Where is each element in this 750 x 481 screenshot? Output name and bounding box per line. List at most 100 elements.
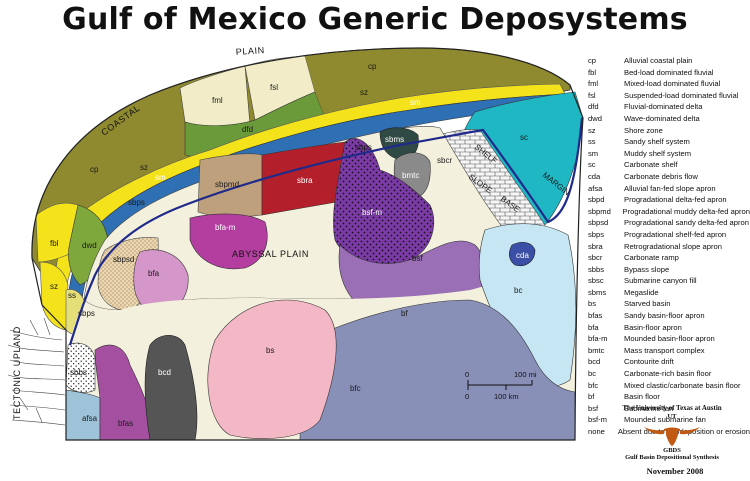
label-bmtc: bmtc (402, 171, 419, 180)
legend-code: fbl (588, 67, 597, 77)
legend-code: bf (588, 392, 595, 402)
legend-code: bmtc (588, 345, 605, 355)
label-sbms: sbms (385, 135, 404, 144)
scale-zero-mi: 0 (465, 370, 470, 379)
legend-code: fsl (588, 90, 596, 100)
label-bsf: bsf (412, 254, 423, 263)
legend-code: none (588, 427, 605, 436)
gbds-full-text: Gulf Basin Depositional Synthesis (625, 454, 719, 461)
label-sm-top: sm (410, 98, 421, 107)
scale-km: 100 km (494, 392, 519, 401)
legend-code: sbpd (588, 195, 605, 205)
legend-code: bsf-m (588, 415, 607, 425)
legend-description: Progradational muddy delta-fed apron (622, 206, 750, 216)
label-sbps-left: sbps (128, 198, 145, 207)
label-afsa: afsa (82, 414, 98, 423)
legend-code: sbpsd (588, 218, 609, 228)
label-sm-left: sm (155, 173, 166, 182)
tectonic-upland-hachures (7, 317, 66, 426)
label-sbpmd: sbpmd (215, 180, 239, 189)
credit-block: The University of Texas at Austin UT GBD… (606, 404, 738, 461)
map-boundary (31, 47, 584, 441)
shelf-margin-line (68, 117, 584, 346)
scale-zero-km: 0 (465, 392, 470, 401)
legend-code: sbra (588, 241, 603, 251)
legend-code: bcd (588, 357, 601, 367)
sbbs-region (65, 342, 96, 393)
legend-code: fml (588, 79, 599, 89)
plain-label: PLAIN (235, 45, 265, 57)
cda-region (509, 241, 536, 267)
label-bcd: bcd (158, 368, 171, 377)
bs-region (207, 299, 337, 439)
label-sz-low: sz (50, 282, 58, 291)
map-title: Gulf of Mexico Generic Deposystems (62, 2, 688, 37)
legend-code: sbsc (588, 276, 604, 286)
label-bfc: bfc (350, 384, 361, 393)
scale-bar: 0 100 mi 0 100 km (462, 370, 542, 410)
abyssal-plain-label: ABYSSAL PLAIN (232, 249, 309, 259)
legend-row: sbra Retrogradational slope apron (588, 241, 750, 253)
label-bfas: bfas (118, 419, 133, 428)
legend-code: afsa (588, 183, 603, 193)
legend-code: bfc (588, 380, 599, 390)
label-sc: sc (520, 133, 528, 142)
legend-description: Suspended-load dominated fluvial (624, 90, 739, 100)
label-dwd: dwd (82, 241, 97, 250)
legend-description: Shore zone (624, 125, 663, 135)
legend-description: Basin floor (624, 392, 660, 402)
legend-code: cp (588, 56, 597, 65)
legend-code: cda (588, 171, 601, 181)
label-bfa: bfa (148, 269, 160, 278)
legend-code: sbps (588, 229, 605, 239)
longhorn-logo-icon (644, 427, 700, 446)
label-bfa-m: bfa-m (215, 223, 236, 232)
label-bc: bc (514, 286, 522, 295)
scale-bar-graphic (467, 380, 533, 390)
legend-row: sbpsd Progradational sandy delta-fed apro… (588, 217, 750, 229)
legend-description: Mounded submarine fan (624, 415, 706, 425)
map-date: November 2008 (646, 466, 704, 476)
legend-description: Mixed clastic/carbonate basin floor (624, 380, 741, 390)
bcd-region (144, 334, 198, 441)
label-bf: bf (401, 309, 408, 318)
legend-code: ss (588, 137, 596, 147)
legend-description: Retrogradational slope apron (624, 241, 722, 251)
legend-code: sc (588, 160, 596, 170)
legend-code: sm (588, 148, 599, 158)
label-bs: bs (266, 346, 274, 355)
legend-code: bc (588, 369, 597, 379)
legend-description: Alluvial fan-fed slope apron (624, 183, 716, 193)
legend-code: bsf (588, 403, 599, 413)
gbds-text: GBDS (663, 447, 681, 454)
legend-code: bfas (588, 311, 603, 321)
ut-text: UT (667, 413, 677, 420)
university-name: The University of Texas at Austin (622, 404, 722, 412)
legend-description: Contourite drift (624, 357, 674, 367)
sbms-region (379, 127, 419, 161)
legend-code: bfa-m (588, 334, 608, 344)
legend-code: sbcr (588, 253, 603, 263)
legend-description: Starved basin (624, 299, 671, 309)
legend-description: Bypass slope (624, 264, 670, 274)
legend-code: dwd (588, 113, 602, 123)
legend-description: Basin-floor apron (624, 322, 682, 332)
legend-description: Progradational sandy delta-fed apron (624, 218, 749, 228)
legend-description: Bed-load dominated fluvial (624, 67, 714, 77)
label-fbl: fbl (50, 239, 59, 248)
label-bsf-m: bsf-m (362, 208, 382, 217)
